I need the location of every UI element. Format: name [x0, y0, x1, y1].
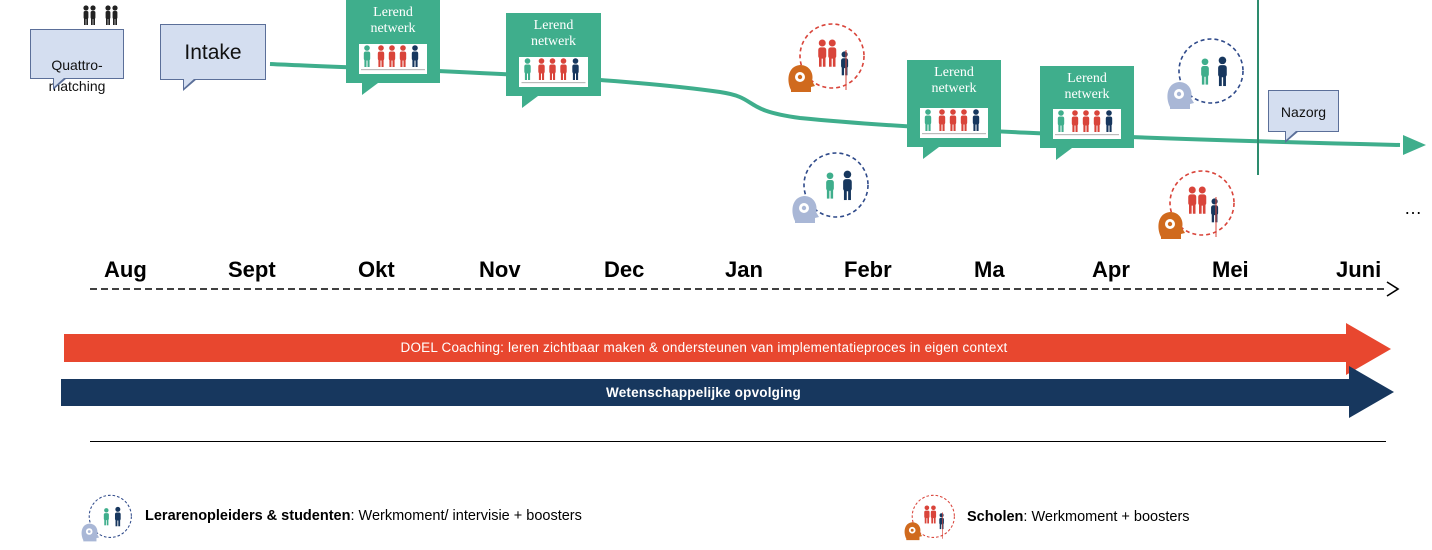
month-axis-dashed — [90, 281, 1400, 297]
month-label: Sept — [228, 257, 276, 282]
schools-circle-icon — [788, 23, 865, 92]
month-label: Mei — [1212, 257, 1249, 282]
people-group-icon — [920, 108, 988, 138]
intake-callout: Intake — [160, 24, 266, 91]
nazorg-label: Nazorg — [1280, 104, 1327, 120]
legend-educators-bold: Lerarenopleiders & studenten — [145, 508, 351, 524]
legend-educators: Lerarenopleiders & studenten: Werkmoment… — [145, 508, 582, 524]
quattro-matching-callout: Quattro- matching — [30, 29, 124, 94]
gear-head-icon — [792, 196, 819, 223]
people-group-icon — [519, 57, 588, 87]
doel-coaching-arrow: DOEL Coaching: leren zichtbaar maken & o… — [64, 323, 1394, 375]
lerend-netwerk-label: Lerend netwerk — [931, 65, 977, 96]
month-label: Nov — [479, 257, 521, 282]
lerend-netwerk-callout-mar: Lerend netwerk — [1040, 66, 1134, 160]
lerend-netwerk-callout-nov: Lerend netwerk — [506, 13, 601, 108]
continuation-ellipsis: … — [1404, 198, 1422, 218]
doel-coaching-text: DOEL Coaching: leren zichtbaar maken & o… — [400, 340, 1008, 355]
educators-legend-icon — [81, 494, 132, 542]
month-label: Juni — [1336, 257, 1382, 282]
lerend-netwerk-callout-okt: Lerend netwerk — [346, 0, 440, 95]
month-label: Okt — [358, 257, 395, 282]
gear-head-icon — [1167, 82, 1194, 109]
pair-icon — [81, 4, 125, 26]
legend-schools-rest: : Werkmoment + boosters — [1023, 509, 1190, 525]
educators-circle-icon — [1167, 38, 1244, 109]
gear-head-icon — [81, 523, 100, 542]
lerend-netwerk-callout-feb: Lerend netwerk — [907, 60, 1001, 159]
intake-label: Intake — [184, 41, 242, 64]
month-label: Aug — [104, 257, 147, 282]
lerend-netwerk-label: Lerend netwerk — [370, 5, 416, 36]
wetenschappelijke-opvolging-arrow: Wetenschappelijke opvolging — [61, 366, 1396, 419]
timeline-arrowhead — [1403, 135, 1426, 155]
month-label: Febr — [844, 257, 892, 282]
gear-head-icon — [788, 65, 815, 92]
month-label: Dec — [604, 257, 645, 282]
schools-circle-icon — [1158, 170, 1235, 239]
lerend-netwerk-label: Lerend netwerk — [530, 18, 577, 49]
legend-educators-rest: : Werkmoment/ intervisie + boosters — [350, 508, 582, 524]
legend-schools-bold: Scholen — [967, 509, 1024, 525]
nazorg-callout: Nazorg — [1268, 90, 1339, 143]
month-label: Apr — [1092, 257, 1130, 282]
legend-schools: Scholen: Werkmoment + boosters — [967, 509, 1190, 525]
people-group-icon — [1053, 109, 1121, 139]
lerend-netwerk-label: Lerend netwerk — [1064, 71, 1110, 102]
month-label: Ma — [974, 257, 1005, 282]
people-group-icon — [359, 44, 427, 74]
separator-line — [90, 441, 1386, 442]
educators-circle-icon — [792, 152, 869, 223]
gear-head-icon — [1158, 212, 1185, 239]
month-label: Jan — [725, 257, 763, 282]
schools-legend-icon — [904, 494, 955, 541]
wetenschappelijke-opvolging-text: Wetenschappelijke opvolging — [606, 385, 801, 400]
gear-head-icon — [904, 522, 923, 541]
